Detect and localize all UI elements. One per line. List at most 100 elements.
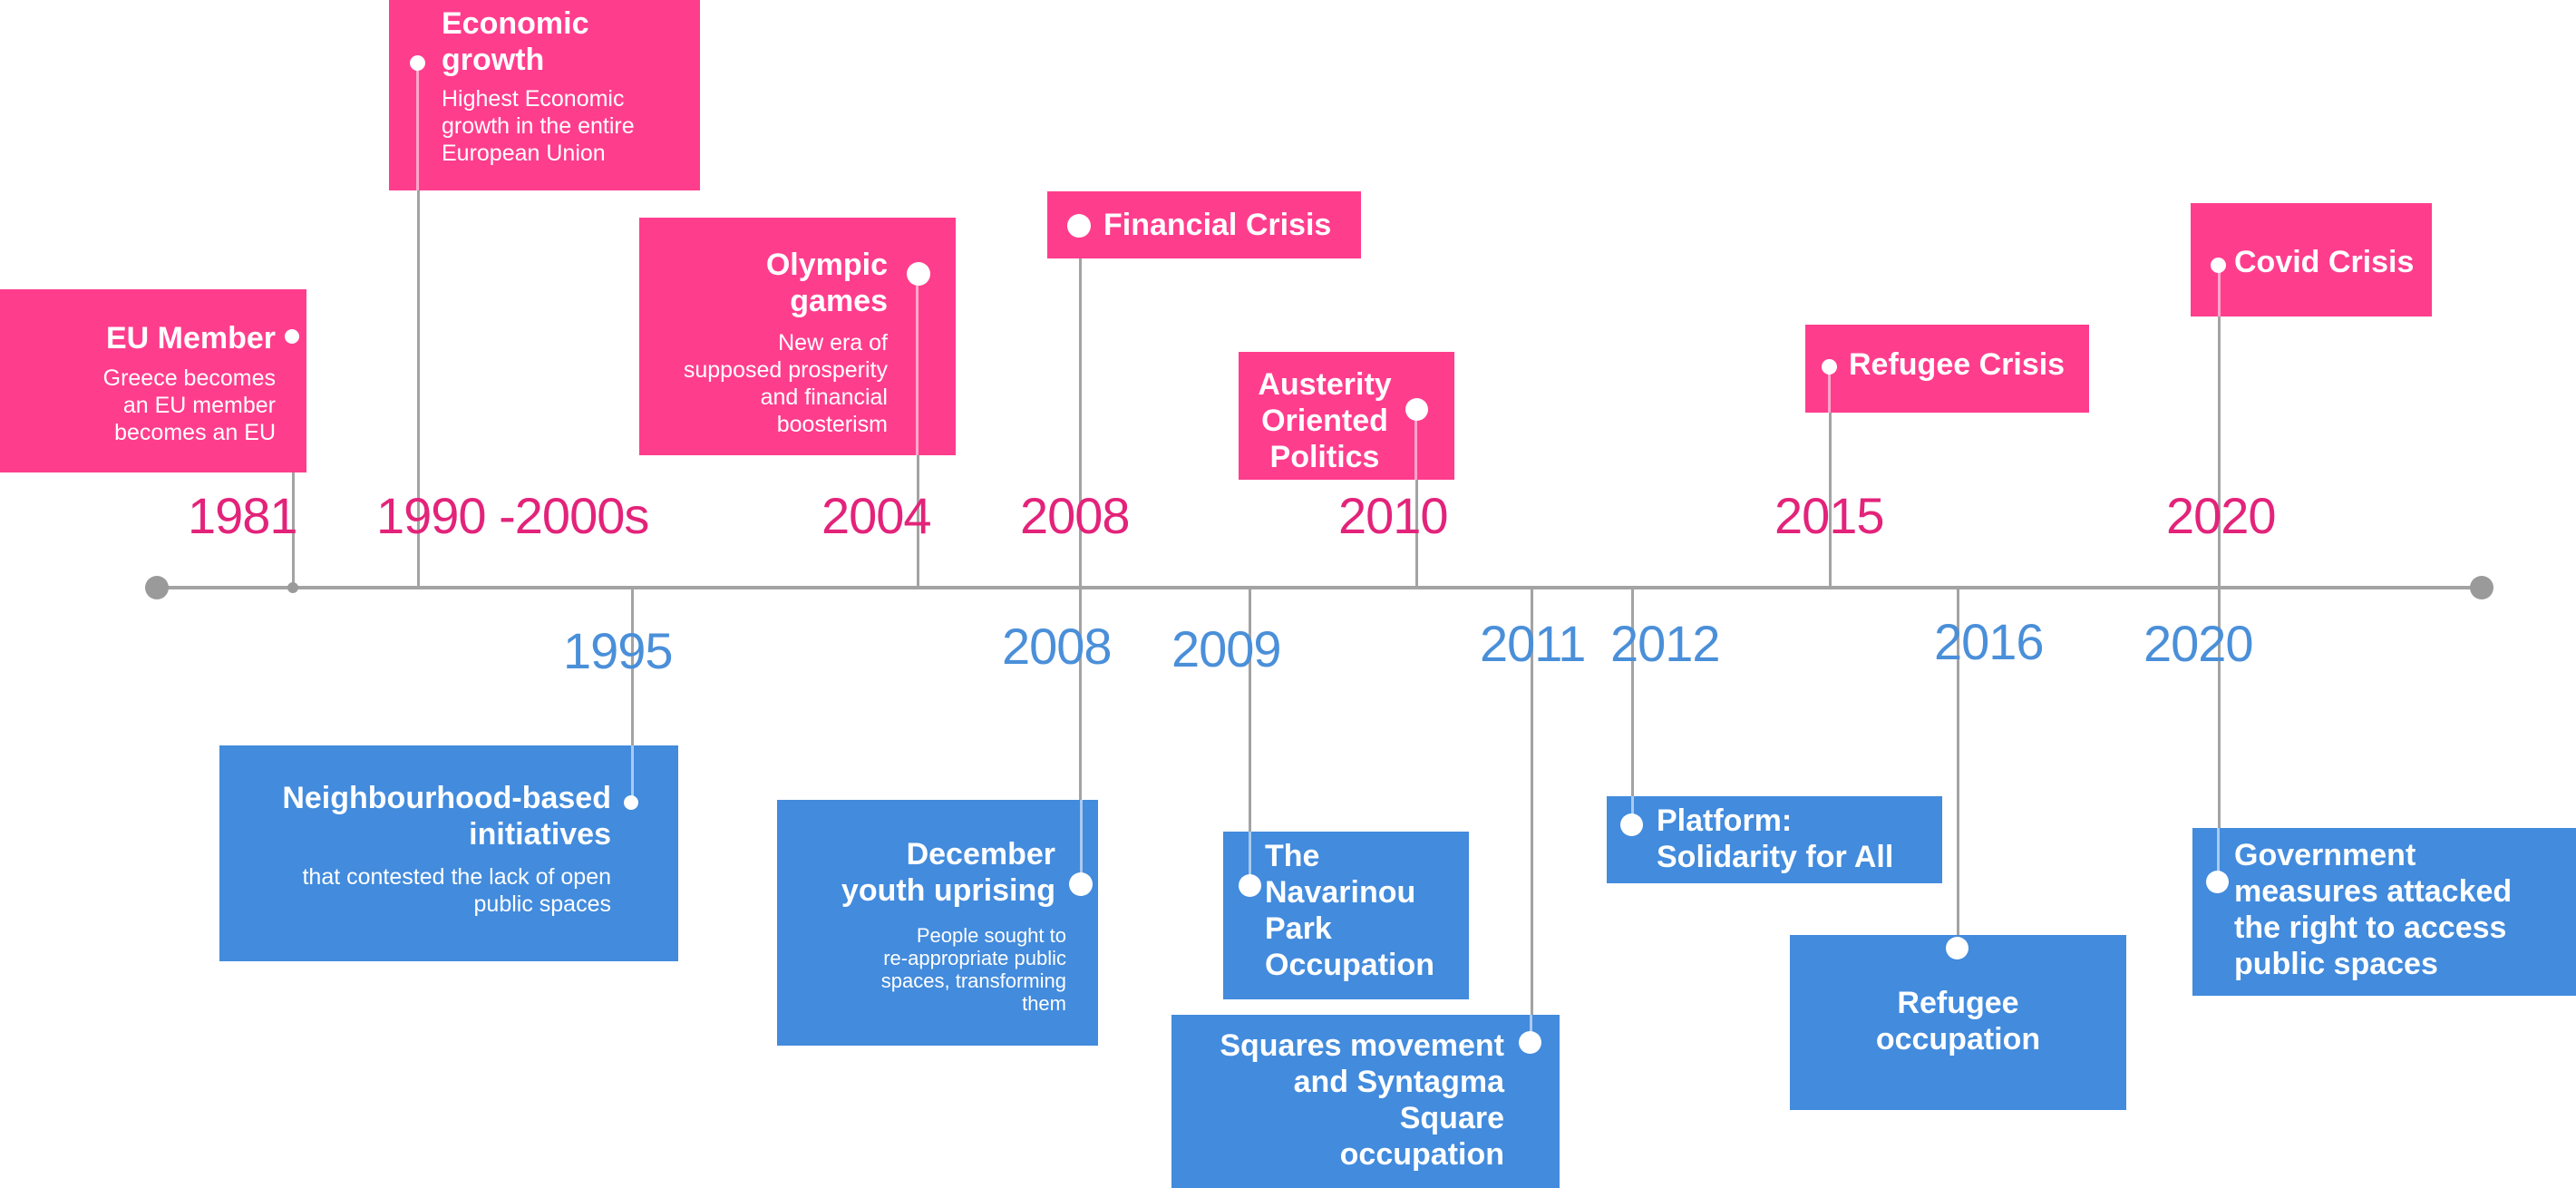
year-label: 2020 [2166, 487, 2277, 544]
event-dot [1620, 813, 1643, 836]
connector-line [917, 455, 919, 588]
event-title-line: and Syntagma [1293, 1065, 1504, 1099]
event-title-line: The [1265, 839, 1320, 873]
event-description-line: spaces, transforming [880, 969, 1066, 992]
event-title-line: public spaces [2234, 947, 2438, 981]
event-title-line: youth uprising [841, 873, 1055, 908]
event-description-line: European Union [442, 141, 606, 166]
event-dot [1519, 1031, 1541, 1054]
event-box-squares-movement: Squares movement and Syntagma Square occ… [1171, 1015, 1560, 1188]
connector-line [1957, 588, 1959, 936]
event-box-economic-growth: Economic growth Highest Economic growth … [389, 0, 700, 190]
event-dot [1405, 398, 1428, 421]
event-box-financial-crisis: Financial Crisis [1047, 191, 1361, 258]
event-box-austerity-politics: Austerity Oriented Politics [1239, 352, 1454, 480]
event-dot [1069, 872, 1093, 896]
event-title-line: measures attacked [2234, 874, 2513, 909]
event-title-line: Refugee [1897, 986, 2019, 1020]
year-label: 1990 -2000s [376, 487, 649, 544]
event-dot [285, 329, 299, 344]
event-box-platform-solidarity: Platform: Solidarity for All [1607, 796, 1942, 883]
event-description-line: re-appropriate public [883, 947, 1066, 969]
inner-connector [1414, 411, 1417, 480]
event-title-line: Economic [442, 6, 589, 41]
event-title-line: the right to access [2234, 910, 2507, 945]
event-description-line: an EU member [122, 393, 276, 418]
event-title: Covid Crisis [2234, 245, 2415, 279]
event-dot [2206, 871, 2229, 893]
event-description-line: New era of [778, 330, 888, 355]
event-description-line: them [1022, 992, 1066, 1015]
event-box-refugee-crisis: Refugee Crisis [1805, 325, 2089, 413]
event-dot [1067, 214, 1091, 238]
event-title-line: occupation [1339, 1137, 1504, 1172]
timeline-tick [287, 582, 298, 593]
year-label: 2015 [1774, 487, 1885, 544]
event-description-line: and financial [760, 385, 888, 410]
inner-connector [1530, 1015, 1532, 1042]
event-title-line: occupation [1875, 1022, 2041, 1057]
event-title-line: Squares movement [1220, 1028, 1504, 1063]
event-description-line: public spaces [473, 891, 611, 917]
event-description-line: People sought to [916, 924, 1066, 947]
event-description-line: becomes an EU [114, 420, 276, 445]
event-title-line: Navarinou [1265, 875, 1416, 910]
event-title-line: December [906, 837, 1055, 872]
inner-connector [1828, 366, 1831, 413]
event-box-refugee-occupation: Refugee occupation [1790, 935, 2126, 1110]
year-label: 2020 [2143, 615, 2254, 672]
event-title-line: Park [1265, 911, 1332, 946]
timeline-start-marker [145, 576, 169, 599]
year-label: 2010 [1338, 487, 1449, 544]
event-title-line: Oriented [1261, 404, 1388, 438]
timeline-axis [156, 586, 2484, 589]
event-box-government-measures: Government measures attacked the right t… [2192, 828, 2576, 996]
event-title-line: Solidarity for All [1657, 840, 1894, 874]
event-title-line: growth [442, 43, 545, 77]
connector-line [1829, 412, 1832, 588]
inner-connector [1631, 796, 1634, 824]
inner-connector [1249, 832, 1251, 885]
event-dot [410, 55, 425, 71]
connector-line [2218, 588, 2221, 829]
connector-line [2218, 316, 2221, 588]
event-title: Refugee Crisis [1849, 347, 2066, 382]
year-label: 2008 [1020, 487, 1131, 544]
event-description-line: supposed prosperity [683, 357, 888, 383]
event-dot [1822, 359, 1837, 375]
event-title-line: Neighbourhood-based [282, 781, 611, 815]
inner-connector [1080, 800, 1083, 883]
event-box-olympic-games: Olympic games New era of supposed prospe… [639, 218, 956, 455]
event-title-line: initiatives [469, 817, 611, 852]
event-dot [1946, 937, 1968, 959]
event-box-navarinou-park: The Navarinou Park Occupation [1223, 832, 1469, 999]
year-label: 1995 [563, 622, 674, 679]
event-title-line: games [790, 284, 888, 318]
event-dot [907, 262, 930, 286]
event-title-line: Politics [1269, 440, 1380, 474]
connector-line [1631, 588, 1634, 796]
event-title-line: Platform: [1657, 803, 1793, 838]
year-label: 2011 [1480, 615, 1586, 672]
event-box-eu-member: EU Member Greece becomes an EU member be… [0, 289, 306, 472]
year-label: 2012 [1610, 615, 1721, 672]
event-description-line: Highest Economic [442, 86, 625, 112]
connector-line [1415, 479, 1418, 588]
connector-line [1079, 588, 1082, 800]
connector-line [631, 588, 634, 745]
event-title-line: Occupation [1265, 948, 1435, 982]
year-label: 1981 [188, 487, 298, 544]
connector-line [1249, 588, 1251, 833]
event-description-line: that contested the lack of open [302, 864, 611, 890]
event-dot [2211, 258, 2226, 273]
inner-connector [916, 277, 919, 455]
event-title: EU Member [105, 321, 276, 355]
event-title: Financial Crisis [1103, 208, 1332, 242]
connector-line [1531, 588, 1533, 1016]
event-title-line: Olympic [765, 248, 888, 282]
event-box-december-uprising: December youth uprising People sought to… [777, 800, 1098, 1046]
event-description-line: boosterism [776, 412, 888, 437]
year-label: 2008 [1002, 618, 1113, 675]
event-box-covid-crisis: Covid Crisis [2191, 203, 2432, 316]
event-title-line: Government [2234, 838, 2416, 872]
